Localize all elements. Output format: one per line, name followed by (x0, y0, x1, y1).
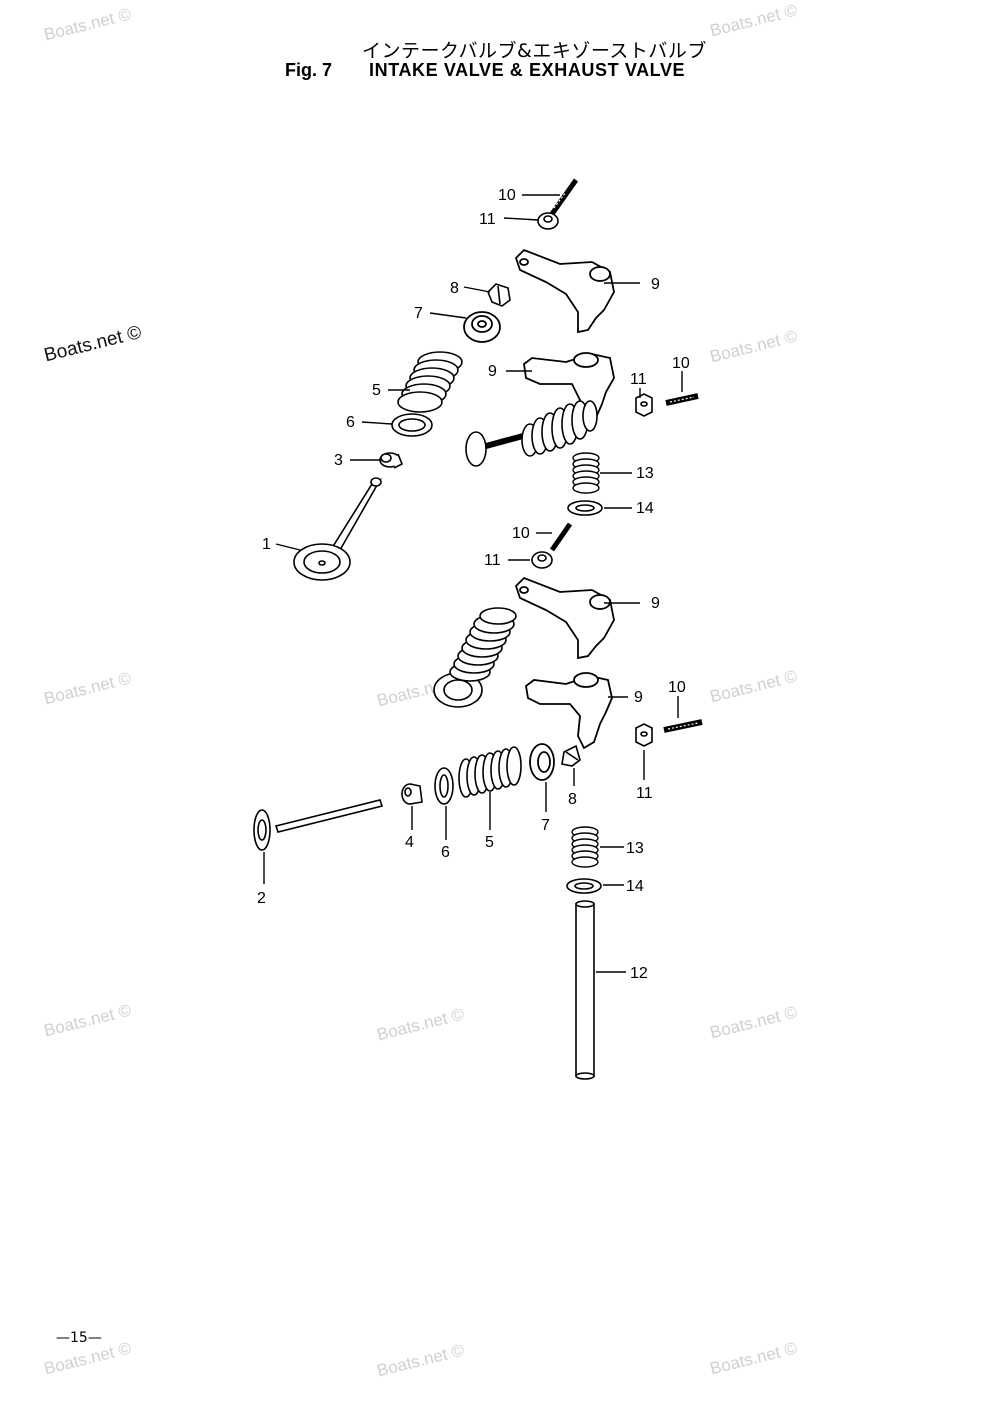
callout-3: 3 (334, 452, 343, 469)
callout-4: 4 (405, 834, 414, 851)
callout-10: 10 (668, 679, 686, 696)
stem-seal-part (379, 452, 404, 469)
lock-nut-part (531, 551, 553, 569)
callout-6: 6 (346, 414, 355, 431)
callout-8: 8 (568, 791, 577, 808)
exhaust-valve-part (253, 799, 384, 851)
spring-seat-part (391, 413, 433, 437)
intake-valve-part (293, 477, 383, 581)
callout-11: 11 (630, 371, 647, 388)
callout-5: 5 (485, 834, 494, 851)
callout-11: 11 (636, 785, 653, 802)
valve-cotter-part (487, 283, 511, 307)
figure-title: INTAKE VALVE & EXHAUST VALVE (369, 60, 686, 80)
lock-nut-part (635, 723, 653, 747)
callout-7: 7 (414, 305, 423, 322)
title-japanese: インテークバルブ&エキゾーストバルブ (362, 40, 707, 62)
washer-part (567, 500, 603, 516)
callout-11: 11 (484, 552, 501, 569)
callout-9: 9 (651, 595, 660, 612)
callout-8: 8 (450, 280, 459, 297)
lock-nut-part (537, 212, 559, 230)
valve-spring-part (397, 351, 463, 413)
adjust-screw-part (665, 393, 699, 406)
callout-2: 2 (257, 890, 266, 907)
spring-retainer-part (463, 311, 501, 343)
callout-13: 13 (636, 465, 654, 482)
rocker-arm-part (525, 672, 613, 750)
stem-seal-part (401, 783, 423, 805)
callout-10: 10 (498, 187, 516, 204)
rocker-arm-part (514, 576, 615, 660)
page-number: —15— (56, 1330, 102, 1346)
valve-cotter-part (561, 744, 581, 767)
callout-11: 11 (479, 211, 496, 228)
callout-14: 14 (636, 500, 654, 517)
washer-part (566, 878, 602, 894)
valve-assembly-part (433, 607, 517, 708)
valve-spring-part (458, 746, 522, 798)
push-rod-part (575, 900, 595, 1080)
adjust-screw-part (663, 719, 703, 733)
callout-6: 6 (441, 844, 450, 861)
callout-9: 9 (634, 689, 643, 706)
leader-lines (263, 194, 683, 973)
return-spring-part (571, 826, 599, 868)
spring-seat-part (434, 767, 454, 805)
rocker-arm-part (514, 248, 615, 334)
callout-5: 5 (372, 382, 381, 399)
callout-13: 13 (626, 840, 644, 857)
callout-9: 9 (651, 276, 660, 293)
adjust-screw-part (549, 178, 579, 216)
valve-assembly-part (465, 400, 598, 467)
figure-label: Fig. 7 (285, 60, 333, 80)
callout-7: 7 (541, 817, 550, 834)
callout-12: 12 (630, 965, 648, 982)
return-spring-part (572, 452, 600, 494)
callout-numbers: 10 11 9 8 7 9 11 10 5 6 3 13 14 1 10 11 … (257, 187, 690, 982)
adjust-screw-part (549, 522, 573, 552)
callout-10: 10 (512, 525, 530, 542)
spring-retainer-part (529, 743, 555, 781)
callout-1: 1 (262, 536, 271, 553)
lock-nut-part (635, 393, 653, 417)
callout-9: 9 (488, 363, 497, 380)
callout-14: 14 (626, 878, 644, 895)
callout-10: 10 (672, 355, 690, 372)
